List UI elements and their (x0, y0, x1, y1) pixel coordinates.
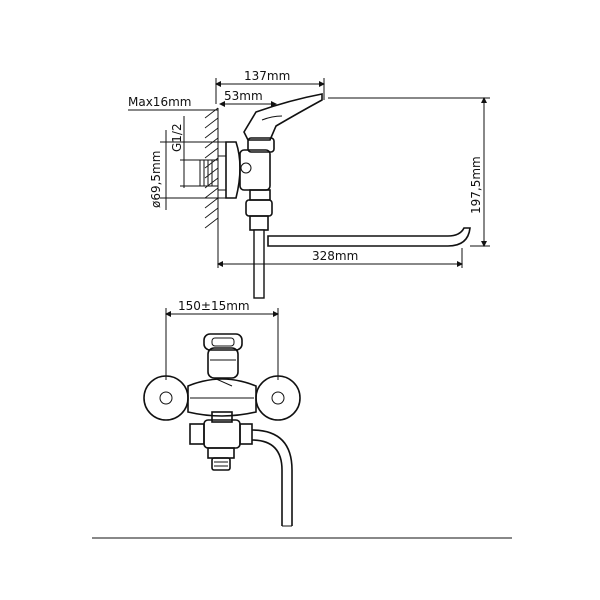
wall-flange (225, 141, 241, 199)
left-flange (143, 375, 189, 421)
dim-spout-length: 328mm (217, 232, 463, 268)
dim-height: 197,5mm (328, 97, 490, 247)
dim-thread: G1/2 (170, 116, 200, 188)
dim-label-max16: Max16mm (128, 95, 191, 109)
dim-label-69-5: ø69,5mm (149, 151, 163, 208)
front-hose (251, 429, 293, 526)
spout (267, 227, 471, 247)
dim-wall-max: Max16mm (128, 95, 218, 111)
dim-flange-diameter: ø69,5mm (149, 130, 226, 210)
dim-label-150: 150±15mm (178, 299, 250, 313)
dim-label-137: 137mm (244, 69, 290, 83)
eccentric-connector (199, 155, 227, 191)
dim-inlet-offset: 53mm (219, 89, 277, 107)
dim-center-distance: 150±15mm (165, 299, 279, 380)
faucet-body (239, 93, 323, 191)
dim-label-197-5: 197,5mm (469, 156, 483, 214)
dim-label-328: 328mm (312, 249, 358, 263)
side-view: 137mm 53mm Max16mm G1/2 ø69,5mm (128, 69, 490, 299)
right-flange (255, 375, 301, 421)
front-faucet-body (187, 333, 257, 417)
dim-label-53: 53mm (224, 89, 263, 103)
dim-body-length: 137mm (215, 69, 325, 104)
hose-connector (245, 189, 273, 231)
front-diverter (189, 411, 253, 471)
dim-label-g12: G1/2 (170, 123, 184, 152)
front-view: 150±15mm (143, 299, 301, 527)
